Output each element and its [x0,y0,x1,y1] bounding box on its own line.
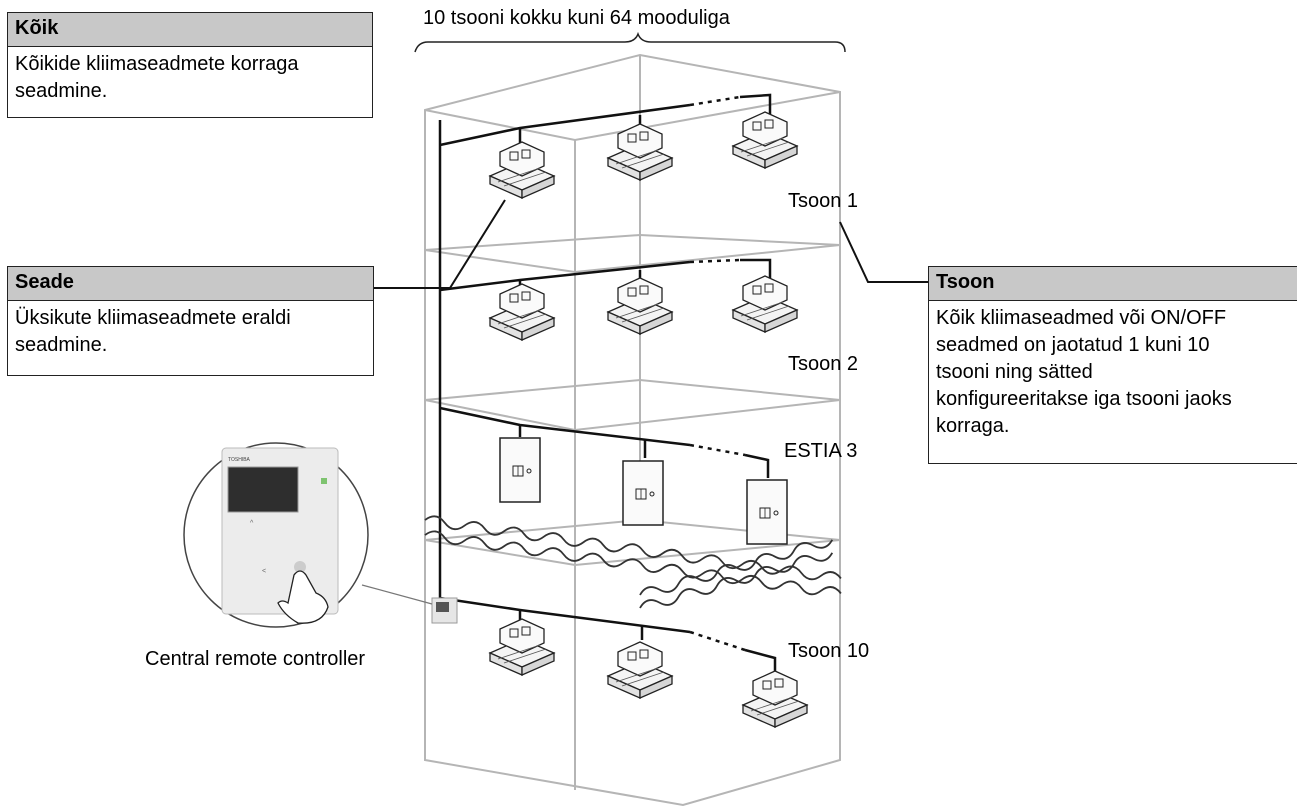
zone1-label: Tsoon 1 [788,190,859,212]
zone2-label: Tsoon 2 [788,353,859,375]
controller-magnified: TOSHIBA ^ > < [183,442,369,628]
box-tsoon-line: tsooni ning sätted [936,361,1093,383]
controller-brand: TOSHIBA [228,457,251,463]
indoor-unit-floor2-b [607,277,673,335]
box-tsoon-line: Kõik kliimaseadmed või ON/OFF [936,307,1227,329]
estia-unit-a [499,437,541,503]
break-lines [424,515,842,609]
box-seade: Seade Üksikute kliimaseadmete eraldi sea… [7,266,374,376]
controller-label: Central remote controller [145,648,366,670]
box-seade-title: Seade [8,267,373,301]
box-tsoon-text: Kõik kliimaseadmed või ON/OFF seadmed on… [929,301,1297,444]
box-seade-line: seadmine. [15,334,108,356]
indoor-unit-floor10-b [607,641,673,699]
box-koik: Kõik Kõikide kliimaseadmete korraga sead… [7,12,373,118]
indoor-unit-floor2-c [732,275,798,333]
box-koik-text: Kõikide kliimaseadmete korraga seadmine. [8,47,372,109]
box-koik-line: Kõikide kliimaseadmete korraga [15,53,299,75]
box-tsoon-line: korraga. [936,415,1010,437]
box-tsoon-line: seadmed on jaotatud 1 kuni 10 [936,334,1210,356]
wall-controller [431,597,458,624]
box-seade-text: Üksikute kliimaseadmete eraldi seadmine. [8,301,373,363]
box-seade-line: Üksikute kliimaseadmete eraldi [15,307,291,329]
indoor-unit-floor2-a [489,283,555,341]
indoor-unit-floor10-c [742,670,808,728]
estia-unit-b [622,460,664,526]
indoor-unit-floor1-c [732,111,798,169]
box-tsoon-line: konfigureeritakse iga tsooni jaoks [936,388,1232,410]
box-tsoon-title: Tsoon [929,267,1297,301]
box-koik-line: seadmine. [15,80,108,102]
box-koik-title: Kõik [8,13,372,47]
box-tsoon: Tsoon Kõik kliimaseadmed või ON/OFF sead… [928,266,1297,464]
top-label: 10 tsooni kokku kuni 64 mooduliga [423,7,730,29]
svg-text:^: ^ [250,520,254,527]
leader-lines [374,199,928,289]
indoor-unit-floor10-a [489,618,555,676]
wiring [438,93,777,680]
estia-label: ESTIA 3 [784,440,858,462]
indoor-unit-floor1-a [489,141,555,199]
top-brace [414,31,846,53]
svg-text:<: < [262,568,266,575]
zone10-label: Tsoon 10 [788,640,870,662]
estia-unit-c [746,479,788,545]
